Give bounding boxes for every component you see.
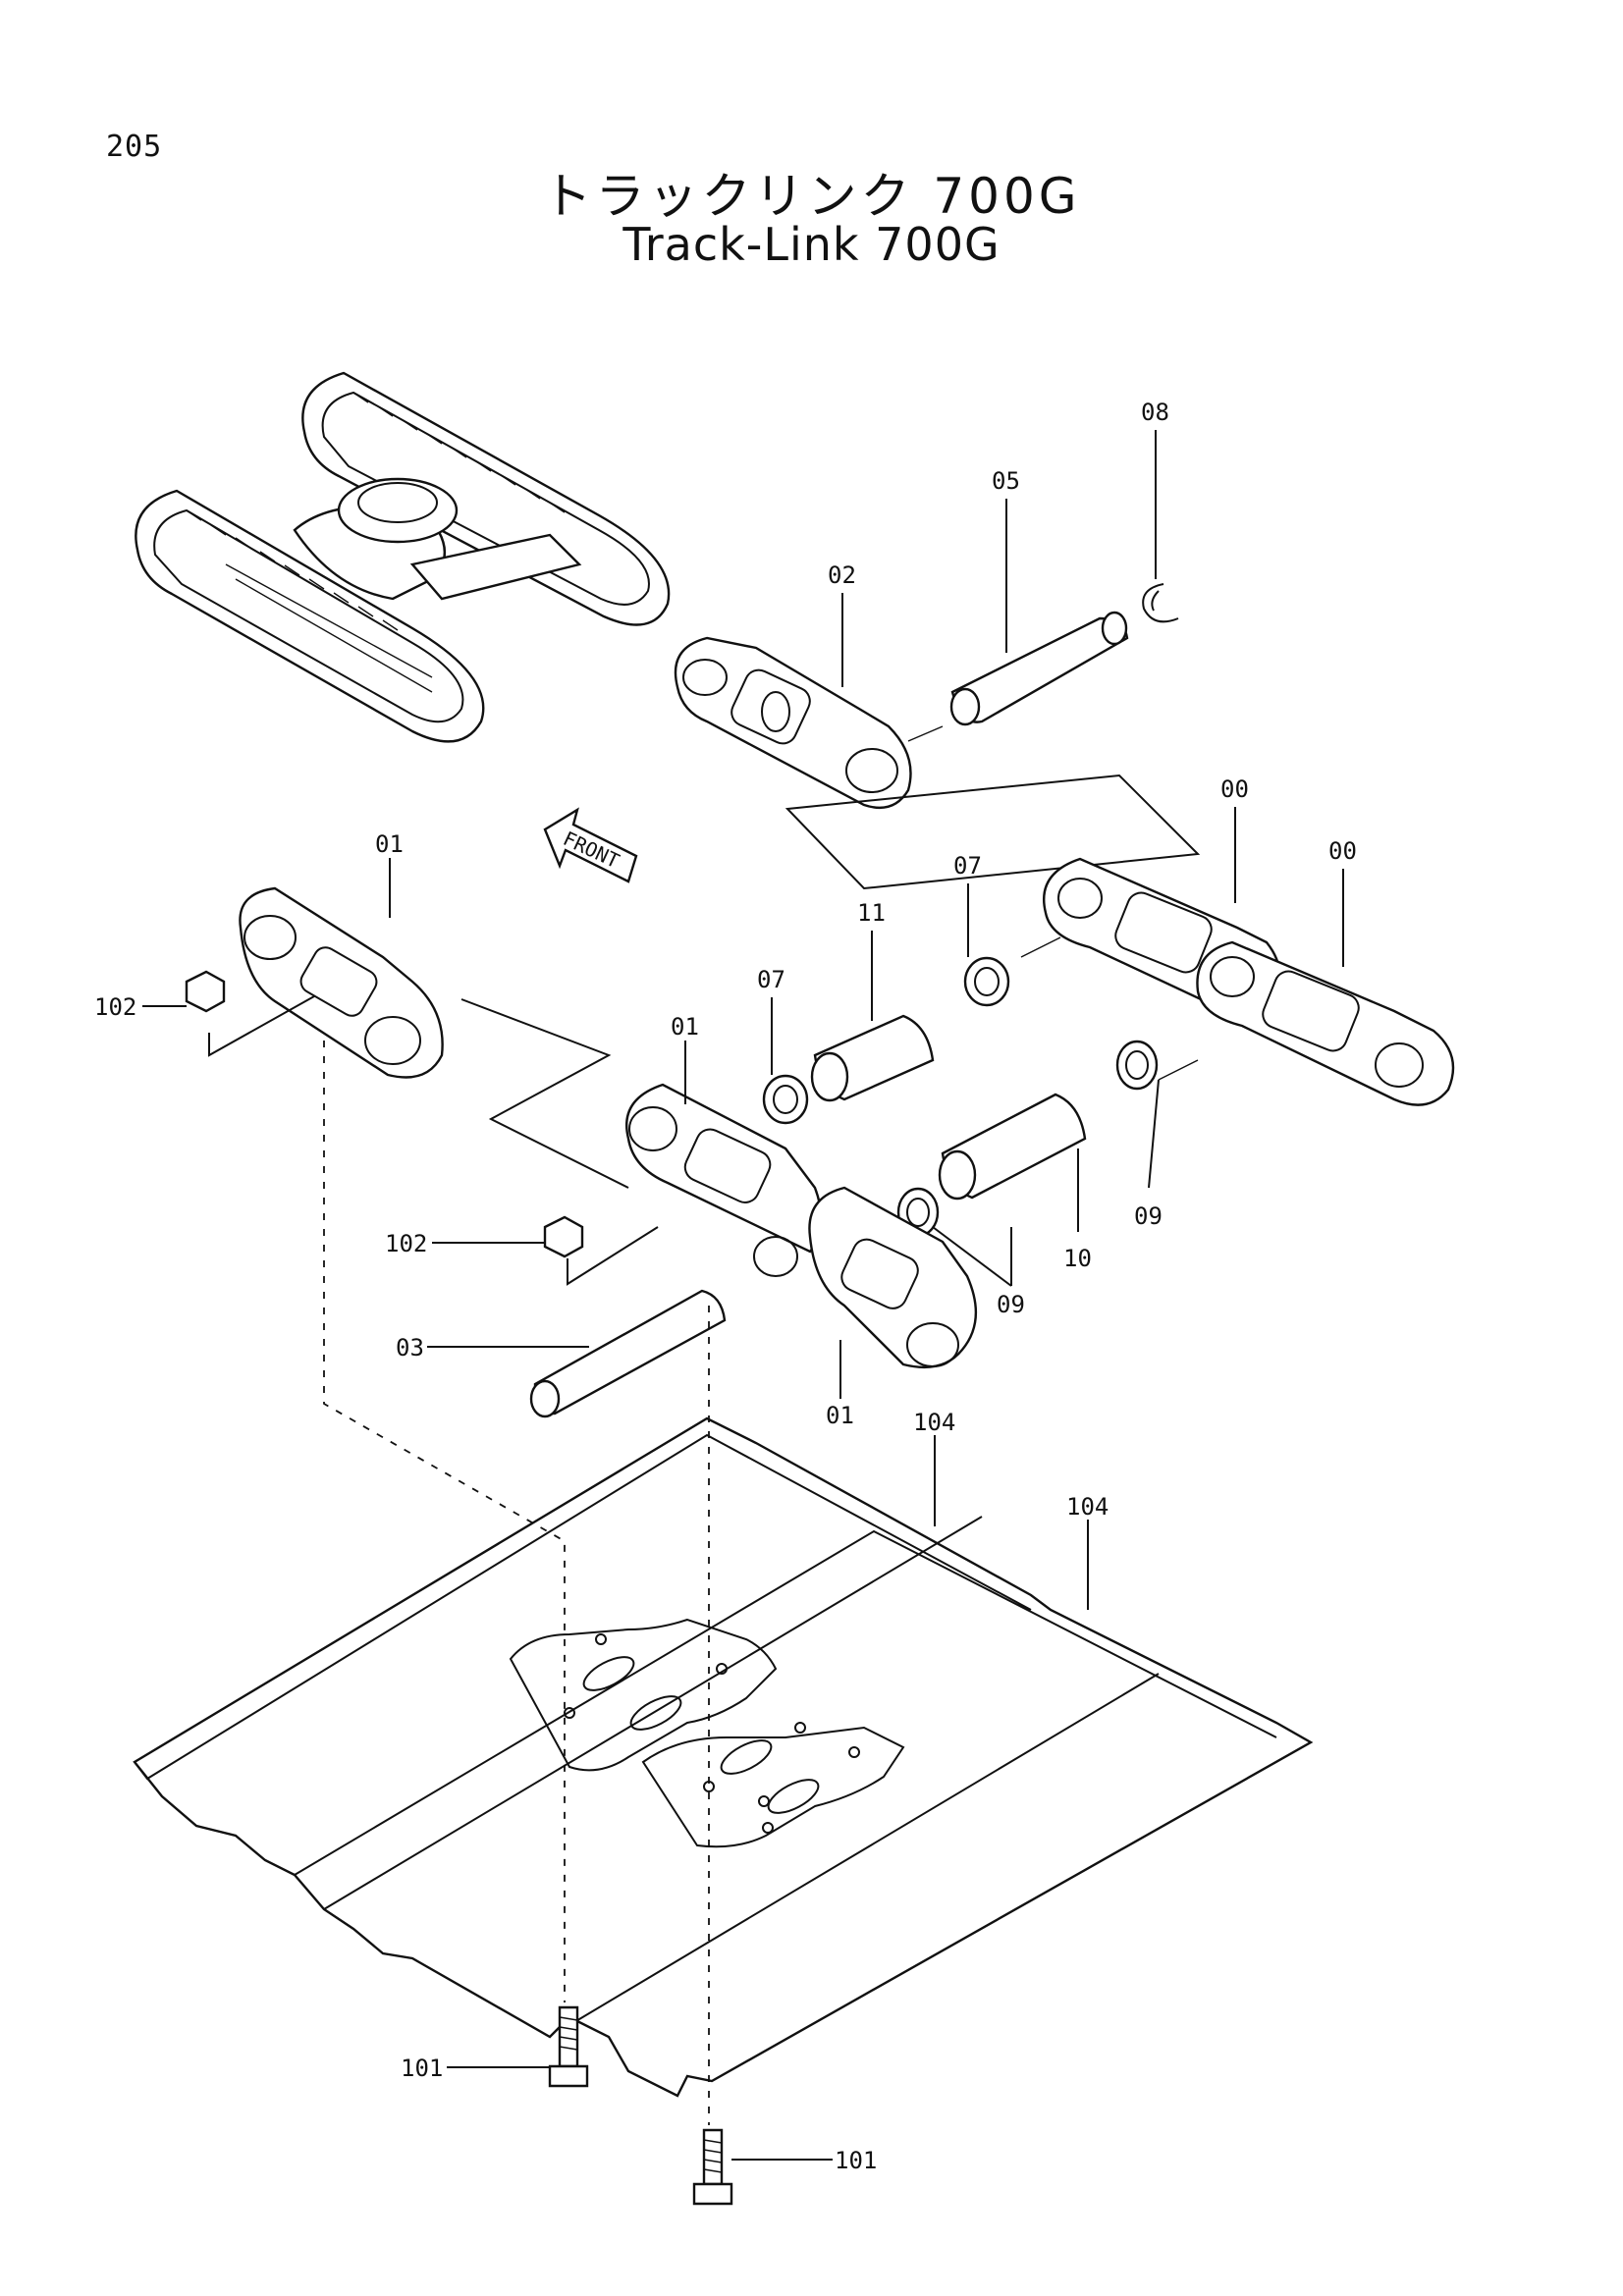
callout-01-b: 01 xyxy=(671,1013,699,1041)
callout-09-a: 09 xyxy=(997,1291,1025,1318)
callout-03: 03 xyxy=(396,1334,424,1362)
seal-07-left xyxy=(762,1074,809,1125)
callout-01-a: 01 xyxy=(375,830,404,858)
page-title-english: Track-Link 700G xyxy=(622,218,1001,271)
callout-00-b: 00 xyxy=(1328,837,1357,865)
nut-102-upper xyxy=(185,970,226,1013)
callout-07-a: 07 xyxy=(757,966,785,993)
nut-102-lower xyxy=(543,1215,584,1258)
seal-07-right xyxy=(963,956,1010,1007)
link-00-pair xyxy=(1043,857,1455,1106)
bushing-11 xyxy=(810,1014,935,1102)
undercarriage-overview xyxy=(135,371,671,743)
seal-09-right xyxy=(1115,1040,1159,1091)
assembly-guide-middle xyxy=(460,998,629,1189)
callout-05: 05 xyxy=(992,467,1020,495)
callout-104-a: 104 xyxy=(913,1409,955,1436)
callout-09-b: 09 xyxy=(1134,1202,1163,1230)
nut-leader-lines xyxy=(208,995,659,1286)
page-title-japanese: トラックリンク 700G xyxy=(542,168,1081,225)
callout-07-b: 07 xyxy=(953,852,982,880)
callout-08: 08 xyxy=(1141,399,1169,426)
callout-101-a: 101 xyxy=(401,2055,443,2082)
track-shoe-104-front xyxy=(133,1416,1314,2098)
callout-10: 10 xyxy=(1063,1245,1092,1272)
callouts: 08 05 02 00 00 07 11 07 01 01 01 102 102… xyxy=(94,399,1357,2174)
bolt-101-left xyxy=(548,2005,589,2088)
callout-02: 02 xyxy=(828,561,856,589)
callout-01-c: 01 xyxy=(826,1402,854,1429)
link-02 xyxy=(674,636,912,810)
callout-102-a: 102 xyxy=(94,993,136,1021)
page-number: 205 xyxy=(106,130,163,164)
pin-03 xyxy=(529,1289,727,1418)
callout-102-b: 102 xyxy=(385,1230,427,1257)
link-01-center-pair xyxy=(625,1083,977,1368)
callout-00-a: 00 xyxy=(1220,775,1249,803)
callout-101-b: 101 xyxy=(835,2147,877,2174)
callout-104-b: 104 xyxy=(1066,1493,1109,1521)
callout-11: 11 xyxy=(857,899,886,927)
assembly-guide-upper xyxy=(784,774,1201,890)
link-01-upper xyxy=(239,886,444,1079)
clip-08 xyxy=(1142,583,1179,623)
bolt-101-right xyxy=(692,2128,733,2206)
front-arrow: FRONT xyxy=(543,807,638,883)
bushing-10 xyxy=(938,1093,1087,1201)
pin-05 xyxy=(949,611,1129,726)
